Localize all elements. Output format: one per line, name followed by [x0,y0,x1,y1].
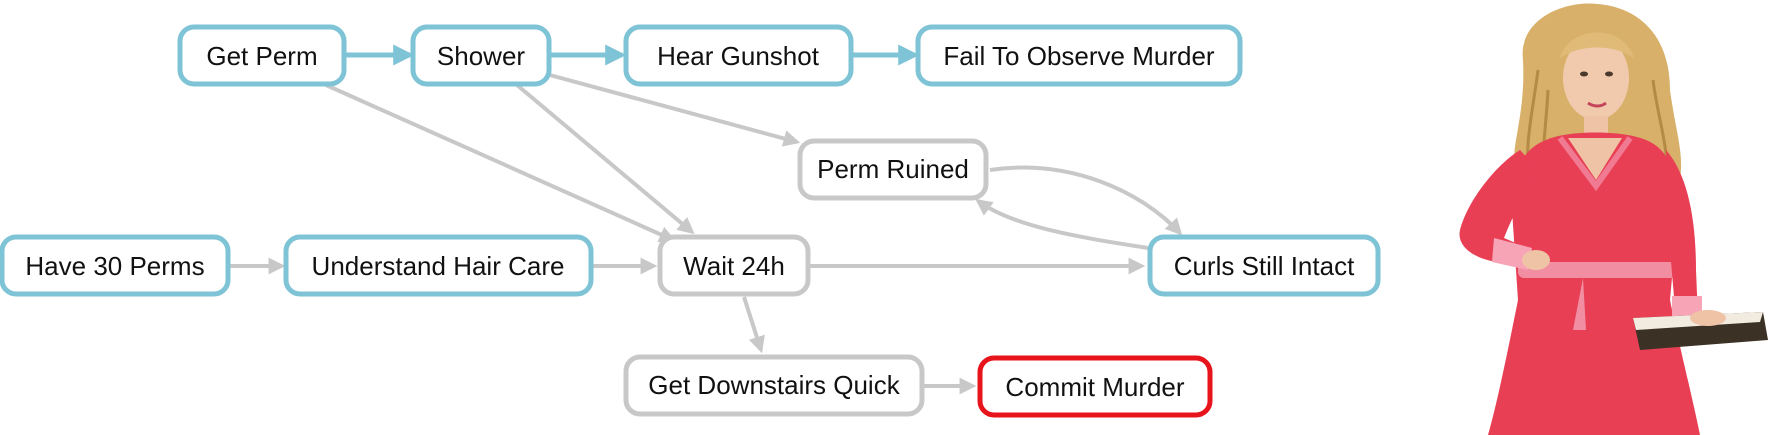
edge-curls-to-perm-ruined [975,199,1149,250]
node-label-commit-murder: Commit Murder [1005,372,1184,402]
node-label-fail-observe: Fail To Observe Murder [943,41,1215,71]
arm-left [1459,150,1538,268]
node-label-have-30-perms: Have 30 Perms [25,251,204,281]
arm-right [1666,150,1698,320]
node-label-wait-24h: Wait 24h [683,251,785,281]
node-label-hear-gunshot: Hear Gunshot [657,41,820,71]
node-have-30-perms: Have 30 Perms [0,234,231,297]
node-hear-gunshot: Hear Gunshot [623,24,854,87]
edge-shower-to-perm-ruined [545,72,801,147]
node-get-perm: Get Perm [177,24,347,87]
node-label-perm-ruined: Perm Ruined [817,154,969,184]
edge-perm-ruined-to-curls [989,165,1183,236]
nodes: Get Perm Shower Hear Gunshot Fail To Obs… [0,24,1381,418]
node-label-shower: Shower [437,41,525,71]
edges [228,44,1183,395]
node-label-curls-intact: Curls Still Intact [1174,251,1355,281]
node-get-downstairs-quick: Get Downstairs Quick [623,354,925,417]
node-wait-24h: Wait 24h [657,234,811,297]
node-shower: Shower [410,24,552,87]
dress [1488,132,1700,435]
bangs [1560,32,1634,58]
node-label-get-perm: Get Perm [206,41,317,71]
face [1563,36,1629,120]
woman-in-pink-dress-image [1459,3,1768,435]
node-label-get-downstairs: Get Downstairs Quick [648,370,900,400]
node-commit-murder: Commit Murder [977,355,1213,418]
node-fail-observe-murder: Fail To Observe Murder [915,24,1243,87]
belt [1518,262,1676,278]
edge-shower-to-wait [515,83,695,235]
node-perm-ruined: Perm Ruined [797,138,989,201]
node-label-understand-hair: Understand Hair Care [312,251,565,281]
edge-get-perm-to-wait [325,83,677,243]
book [1633,310,1768,350]
edge-wait-to-get-downstairs [742,296,765,354]
node-curls-still-intact: Curls Still Intact [1147,234,1381,297]
node-understand-hair-care: Understand Hair Care [283,234,594,297]
